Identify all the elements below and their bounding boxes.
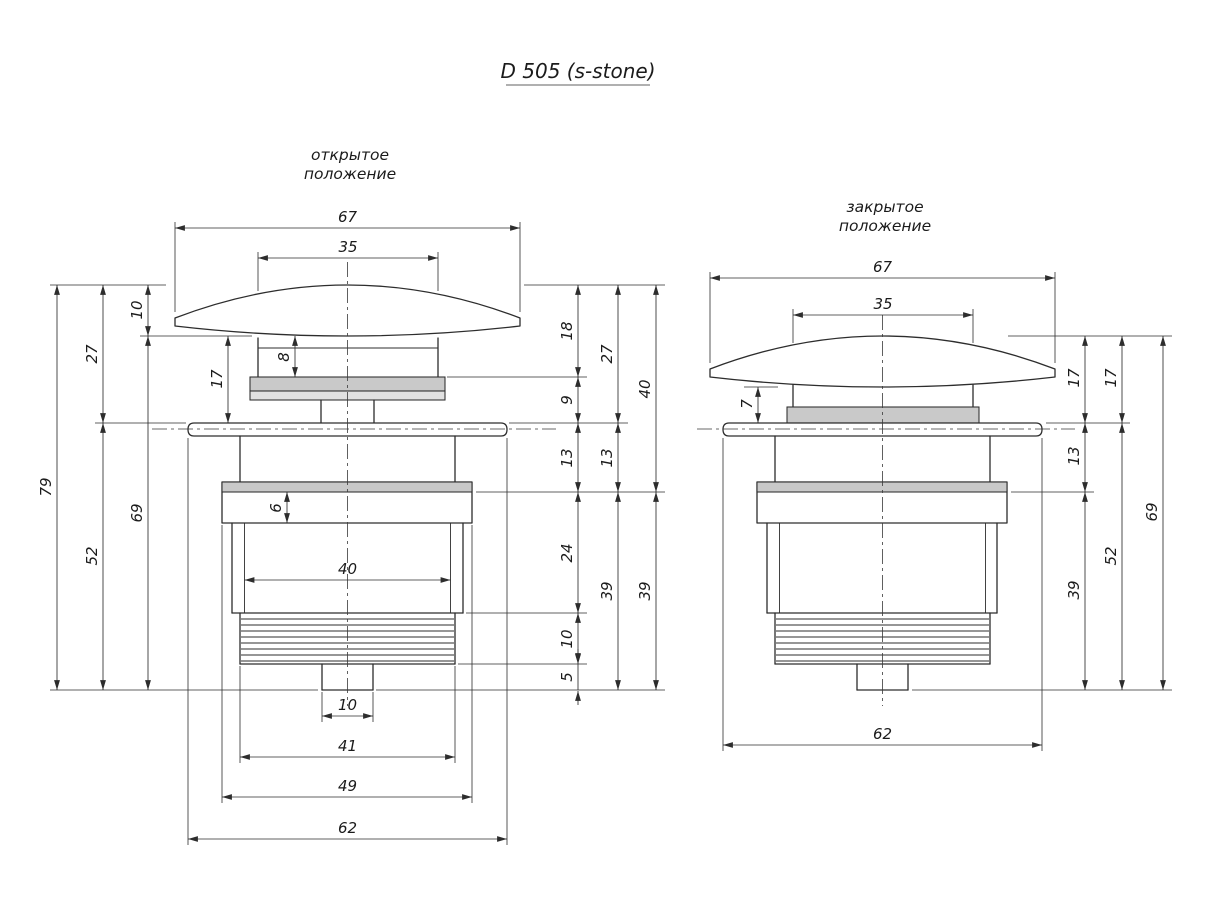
dim-closed-width-35: 35 <box>873 295 892 313</box>
dim-closed-right-17b: 17 <box>1102 368 1120 388</box>
dim-open-right-9: 9 <box>558 395 576 405</box>
dim-open-bottom-62: 62 <box>338 819 357 837</box>
dim-closed-right-69: 69 <box>1143 502 1161 521</box>
closed-dimensions: 67 35 7 17 13 39 17 52 69 62 <box>709 258 1166 748</box>
dim-open-left-10: 10 <box>128 300 146 319</box>
dim-closed-gap-7: 7 <box>738 399 756 409</box>
dim-open-inner-8: 8 <box>275 352 293 362</box>
dim-open-right-13a: 13 <box>558 448 576 467</box>
drawing-title: D 505 (s-stone) <box>500 59 655 83</box>
closed-body-neck <box>774 435 991 483</box>
dim-closed-right-52: 52 <box>1102 546 1120 565</box>
dim-open-right-27: 27 <box>598 344 616 364</box>
closed-stem-seal <box>786 406 980 424</box>
open-body-seal <box>221 481 473 493</box>
dim-open-inner-6: 6 <box>267 503 285 513</box>
closed-label-line1: закрытое <box>846 198 923 216</box>
dim-open-right-24: 24 <box>558 543 576 562</box>
dim-closed-right-17a: 17 <box>1065 368 1083 388</box>
dim-open-left-52: 52 <box>83 546 101 565</box>
open-label-line2: положение <box>304 165 396 183</box>
open-label-line1: открытое <box>311 146 389 164</box>
dim-open-bottom-41: 41 <box>338 737 357 755</box>
open-stem <box>257 337 439 378</box>
closed-body <box>766 522 998 614</box>
closed-extension-lines <box>709 272 1172 751</box>
dim-closed-width-67: 67 <box>873 258 893 276</box>
dim-open-left-79: 79 <box>37 477 55 496</box>
open-extension-lines <box>50 222 665 845</box>
open-position-view <box>152 262 556 706</box>
dim-open-left-69: 69 <box>128 503 146 522</box>
dim-open-width-35: 35 <box>338 238 357 256</box>
dim-open-right-18: 18 <box>558 321 576 340</box>
closed-body-seal <box>756 481 1008 493</box>
dim-open-inner-40: 40 <box>338 560 357 578</box>
dim-open-right-5: 5 <box>558 672 576 682</box>
dim-open-left-27: 27 <box>83 344 101 364</box>
dim-open-right-39b: 39 <box>636 581 654 600</box>
dim-closed-right-13: 13 <box>1065 446 1083 465</box>
dim-open-right-39a: 39 <box>598 581 616 600</box>
dim-open-inner-17: 17 <box>208 369 226 389</box>
closed-position-view <box>697 315 1075 706</box>
open-cap-dome <box>174 284 521 337</box>
dim-open-right-40: 40 <box>636 379 654 398</box>
dim-open-right-13b: 13 <box>598 448 616 467</box>
dim-open-right-10: 10 <box>558 629 576 648</box>
dim-open-bottom-10: 10 <box>338 696 357 714</box>
open-dimensions: 67 35 79 27 52 10 69 17 8 6 40 18 9 13 2… <box>37 208 659 842</box>
open-position-label: открытое положение <box>304 146 396 183</box>
open-body-neck <box>239 435 456 483</box>
dim-open-bottom-49: 49 <box>338 777 357 795</box>
dim-closed-bottom-62: 62 <box>873 725 892 743</box>
open-neck <box>320 399 375 424</box>
closed-label-line2: положение <box>839 217 931 235</box>
dim-open-width-67: 67 <box>338 208 358 226</box>
closed-position-label: закрытое положение <box>839 198 931 235</box>
dim-closed-right-39: 39 <box>1065 580 1083 599</box>
